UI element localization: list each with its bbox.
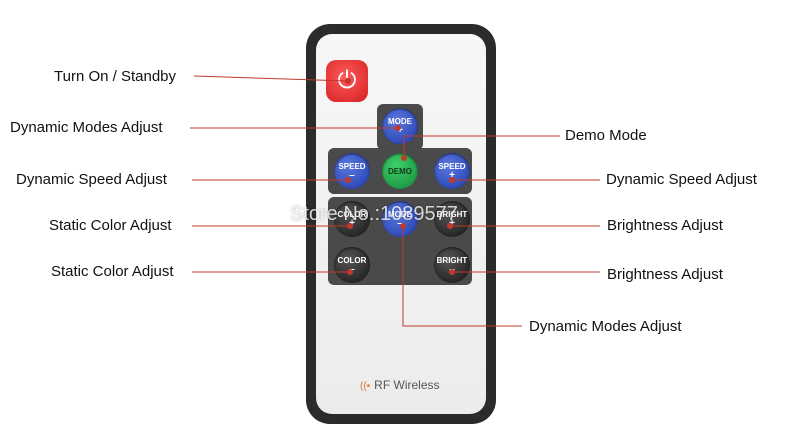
wifi-icon: ((•	[360, 381, 371, 392]
label-demo-mode: Demo Mode	[565, 127, 647, 144]
button-label: SPEED	[438, 161, 466, 171]
minus-icon: –	[349, 263, 355, 275]
label-static-color-1: Static Color Adjust	[49, 217, 172, 234]
leader-dot-turn-on	[345, 78, 351, 84]
leader-dot-demo	[401, 155, 407, 161]
button-label: COLOR	[337, 255, 367, 265]
bright-plus-button[interactable]: BRIGHT +	[434, 201, 470, 237]
label-dynamic-modes-top: Dynamic Modes Adjust	[10, 119, 163, 136]
label-turn-on: Turn On / Standby	[54, 68, 177, 85]
minus-icon: –	[397, 217, 403, 229]
plus-icon: +	[349, 217, 355, 229]
label-dynamic-speed-left: Dynamic Speed Adjust	[16, 171, 167, 188]
label-brightness-1: Brightness Adjust	[607, 217, 723, 234]
leader-dot-bright-bottom	[449, 269, 455, 275]
plus-icon: +	[449, 217, 455, 229]
leader-dot-modes-top	[395, 125, 401, 131]
leader-line-modes-bottom	[402, 226, 522, 327]
button-label: MODE	[388, 209, 412, 219]
leader-dot-modes-bottom	[400, 223, 406, 229]
label-static-color-2: Static Color Adjust	[51, 263, 174, 280]
store-watermark: Store No.:1089577	[290, 203, 458, 225]
rf-text: RF Wireless	[374, 378, 440, 392]
leader-line-demo	[403, 135, 560, 158]
demo-button[interactable]: DEMO	[382, 153, 418, 189]
rf-wireless-label: ((•RF Wireless	[360, 378, 440, 392]
button-label: COLOR	[337, 209, 367, 219]
minus-icon: –	[349, 169, 355, 181]
button-label: BRIGHT	[436, 209, 468, 219]
speed-minus-button[interactable]: SPEED –	[334, 153, 370, 189]
leader-dot-color-top	[347, 223, 353, 229]
mode-minus-button[interactable]: MODE –	[382, 201, 418, 237]
color-plus-button[interactable]: COLOR +	[334, 201, 370, 237]
leader-dot-bright-top	[447, 223, 453, 229]
button-label: SPEED	[338, 161, 366, 171]
plus-icon: +	[449, 169, 455, 181]
button-label: BRIGHT	[436, 255, 468, 265]
label-dynamic-modes-bottom: Dynamic Modes Adjust	[529, 318, 682, 335]
label-brightness-2: Brightness Adjust	[607, 266, 723, 283]
leader-dot-color-bottom	[347, 269, 353, 275]
leader-dot-speed-right	[449, 177, 455, 183]
leader-dot-speed-left	[345, 177, 351, 183]
button-label: DEMO	[388, 166, 412, 176]
leader-line-turn-on	[193, 75, 349, 82]
button-label: MODE	[388, 116, 412, 126]
color-minus-button[interactable]: COLOR –	[334, 247, 370, 283]
label-dynamic-speed-right: Dynamic Speed Adjust	[606, 171, 757, 188]
